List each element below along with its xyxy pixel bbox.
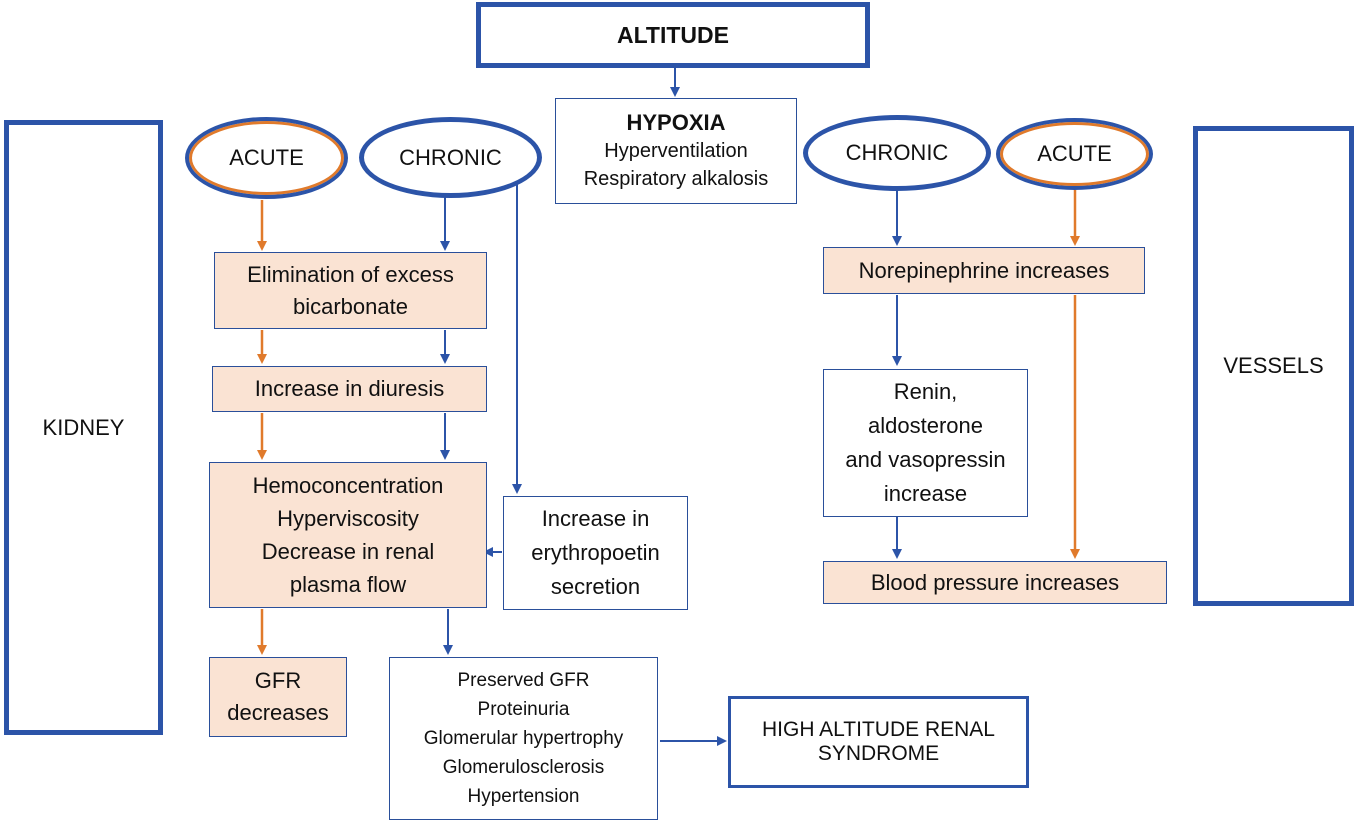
gfr-line: decreases (227, 700, 329, 725)
syndrome-label: HIGH ALTITUDE RENAL SYNDROME (762, 718, 995, 765)
preserved-line: Glomerular hypertrophy (423, 728, 624, 749)
erythropoetin-box: Increase in erythropoetin secretion (503, 496, 688, 610)
blood-pressure-box: Blood pressure increases (823, 561, 1167, 604)
vessels-panel: VESSELS (1193, 126, 1354, 606)
hypoxia-box: HYPOXIA Hyperventilation Respiratory alk… (555, 98, 797, 204)
hemo-line: Hemoconcentration (252, 473, 444, 498)
vessels-acute-label: ACUTE (1037, 141, 1112, 166)
bicarbonate-box: Elimination of excess bicarbonate (214, 252, 487, 329)
vessels-label: VESSELS (1223, 353, 1324, 378)
norepinephrine-box: Norepinephrine increases (823, 247, 1145, 294)
epo-line: Increase in (541, 506, 650, 531)
syndrome-box: HIGH ALTITUDE RENAL SYNDROME (728, 696, 1029, 788)
epo-line: secretion (550, 574, 641, 599)
vessels-chronic-oval: CHRONIC (803, 115, 991, 191)
renin-line: aldosterone (868, 413, 983, 438)
vessels-acute-oval: ACUTE (996, 118, 1153, 190)
epo-line: erythropoetin (531, 540, 660, 565)
preserved-line: Hypertension (467, 786, 580, 807)
kidney-label: KIDNEY (42, 414, 125, 440)
altitude-label: ALTITUDE (616, 21, 729, 48)
norepinephrine-label: Norepinephrine increases (858, 257, 1110, 283)
diuresis-box: Increase in diuresis (212, 366, 487, 412)
renin-line: Renin, (893, 379, 958, 404)
hemo-line: Decrease in renal (261, 539, 435, 564)
renin-box: Renin, aldosterone and vasopressin incre… (823, 369, 1028, 517)
renin-line: increase (883, 481, 968, 506)
bicarbonate-line: Elimination of excess (247, 261, 454, 287)
preserved-line: Proteinuria (477, 699, 570, 720)
kidney-acute-label: ACUTE (229, 145, 304, 170)
hemo-line: plasma flow (289, 572, 407, 597)
preserved-gfr-box: Preserved GFR Proteinuria Glomerular hyp… (389, 657, 658, 820)
gfr-line: GFR (254, 668, 302, 693)
diuresis-label: Increase in diuresis (254, 376, 445, 401)
preserved-line: Preserved GFR (457, 670, 590, 691)
altitude-box: ALTITUDE (476, 2, 870, 68)
blood-pressure-label: Blood pressure increases (870, 569, 1120, 595)
hemo-line: Hyperviscosity (277, 506, 419, 531)
hypoxia-line: Respiratory alkalosis (583, 168, 769, 190)
vessels-chronic-label: CHRONIC (845, 140, 949, 165)
renin-line: and vasopressin (845, 447, 1006, 472)
kidney-acute-oval: ACUTE (185, 117, 348, 199)
hypoxia-line: Hyperventilation (604, 140, 748, 162)
hypoxia-title: HYPOXIA (626, 110, 726, 135)
kidney-panel: KIDNEY (4, 120, 163, 735)
preserved-line: Glomerulosclerosis (442, 757, 605, 778)
kidney-chronic-label: CHRONIC (399, 144, 502, 170)
hemoconcentration-box: Hemoconcentration Hyperviscosity Decreas… (209, 462, 487, 608)
gfr-decreases-box: GFR decreases (209, 657, 347, 737)
kidney-chronic-oval: CHRONIC (359, 117, 542, 198)
bicarbonate-line: bicarbonate (293, 293, 408, 319)
